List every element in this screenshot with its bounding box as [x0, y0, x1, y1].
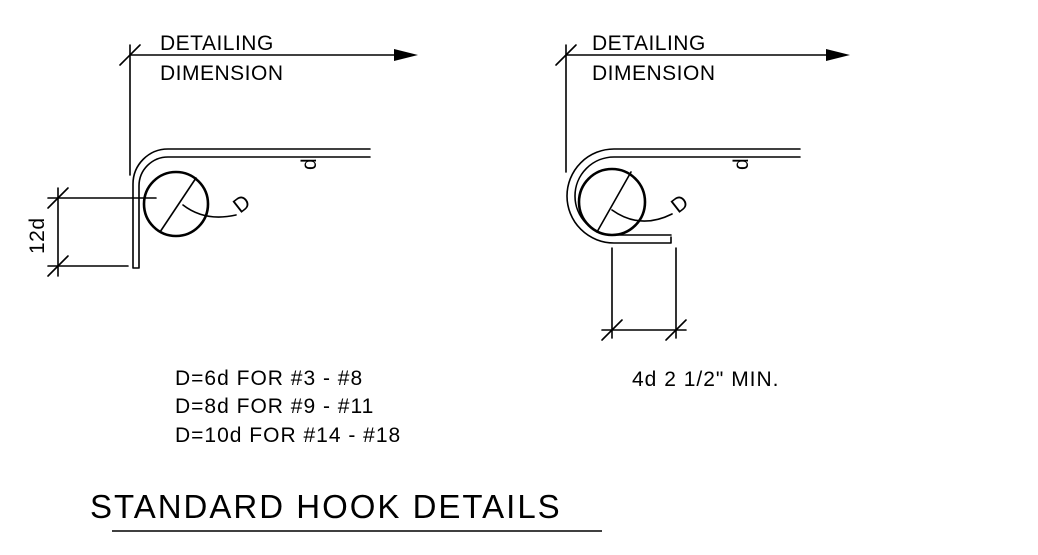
right-extension-dimension: 4d 2 1/2" MIN. [601, 247, 780, 391]
right-hook-detail: DETAILING DIMENSION D d 4d 2 1/2" MIN. [555, 32, 850, 391]
left-diameter-leader [182, 204, 237, 218]
right-diameter-line [596, 171, 632, 233]
bend-diameter-notes: D=6d FOR #3 - #8 D=8d FOR #9 - #11 D=10d… [175, 367, 401, 447]
right-rebar-outer [566, 148, 801, 244]
right-extension-note: 4d 2 1/2" MIN. [632, 368, 780, 391]
right-dim-arrowhead [826, 49, 850, 61]
drawing-title-block: STANDARD HOOK DETAILS [90, 488, 602, 532]
left-rebar [132, 148, 371, 269]
note-line-3: D=10d FOR #14 - #18 [175, 424, 401, 447]
left-ext-tick-bottom [47, 255, 69, 277]
right-diameter-leader [611, 209, 673, 222]
right-ext-tick-right [665, 319, 687, 341]
left-extension-dimension: 12d [26, 187, 157, 277]
right-dim-tick [555, 44, 577, 66]
left-diameter-line [159, 177, 197, 233]
note-line-2: D=8d FOR #9 - #11 [175, 395, 374, 418]
left-extension-label: 12d [26, 217, 49, 254]
left-dim-arrowhead [394, 49, 418, 61]
left-dim-label-line2: DIMENSION [160, 62, 284, 85]
left-bar-label: d [298, 158, 321, 170]
left-bend-circle [142, 170, 210, 238]
drawing-title: STANDARD HOOK DETAILS [90, 488, 562, 525]
left-ext-tick-top [47, 187, 69, 209]
right-dim-label-line1: DETAILING [592, 32, 706, 55]
left-hook-detail: DETAILING DIMENSION D d 12d [26, 32, 418, 277]
left-detailing-dimension: DETAILING DIMENSION [119, 32, 418, 176]
left-rebar-outer [132, 148, 371, 269]
left-rebar-inner [138, 156, 371, 269]
left-dim-label-line1: DETAILING [160, 32, 274, 55]
right-ext-tick-left [601, 319, 623, 341]
left-diameter-label: D [229, 190, 256, 218]
right-detailing-dimension: DETAILING DIMENSION [555, 32, 850, 173]
left-dim-tick [119, 44, 141, 66]
right-bend-circle [577, 167, 647, 237]
right-bar-label: d [730, 158, 753, 170]
note-line-1: D=6d FOR #3 - #8 [175, 367, 363, 390]
right-dim-label-line2: DIMENSION [592, 62, 716, 85]
